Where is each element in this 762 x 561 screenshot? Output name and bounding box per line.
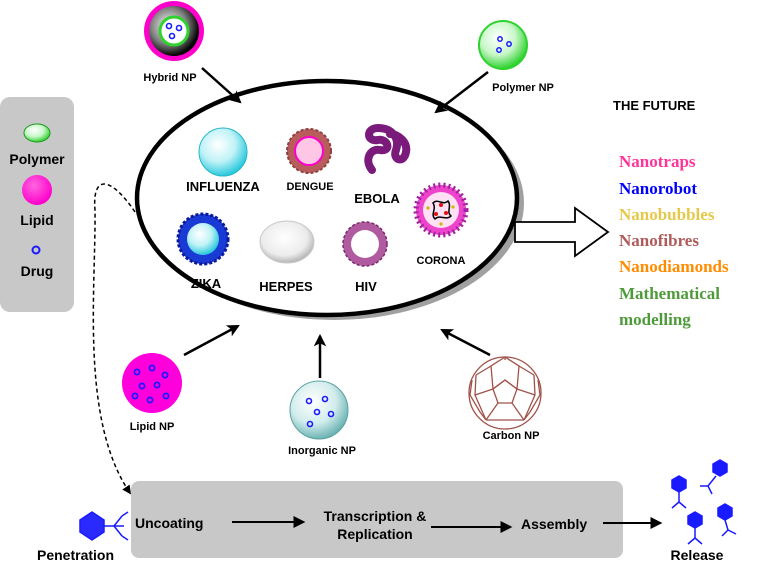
legend-drug-icon	[31, 245, 41, 255]
life-cycle-panel	[131, 481, 623, 558]
hybrid-np-particle	[144, 1, 204, 61]
lipid-np-label: Lipid NP	[129, 421, 175, 433]
legend-polymer-label: Polymer	[9, 151, 65, 167]
ebola-label: EBOLA	[354, 191, 400, 206]
arrow-hybrid	[201, 67, 242, 104]
polymer-np-label: Polymer NP	[492, 82, 554, 94]
release-label: Release	[670, 547, 724, 561]
future-item: Nanofibres	[619, 231, 699, 250]
future-item: Mathematical	[619, 284, 721, 303]
hiv-label: HIV	[355, 279, 377, 294]
hiv-particle	[342, 221, 388, 267]
penetration-label: Penetration	[37, 547, 115, 561]
zika-particle	[176, 212, 230, 266]
penetration-phage-icon	[79, 511, 129, 541]
uncoating-label: Uncoating	[135, 515, 204, 531]
future-arrow	[514, 206, 610, 258]
corona-particle	[413, 182, 469, 238]
carbon-np-particle	[468, 356, 542, 430]
polymer-np-particle	[478, 20, 528, 70]
herpes-label: HERPES	[259, 279, 313, 294]
future-item: Nanobubbles	[619, 205, 715, 224]
future-item: Nanodiamonds	[619, 257, 729, 276]
hybrid-np-label: Hybrid NP	[143, 72, 197, 84]
legend-lipid-icon	[22, 175, 52, 205]
future-item: Nanorobot	[619, 179, 698, 198]
future-item: modelling	[619, 310, 691, 329]
dengue-particle	[286, 128, 332, 174]
future-title: THE FUTURE	[613, 98, 696, 113]
arrow-lipid	[183, 324, 240, 357]
herpes-particle	[259, 220, 315, 264]
release-phage-icons	[671, 459, 737, 545]
zika-label: ZIKA	[190, 276, 222, 291]
ebola-particle	[364, 123, 411, 174]
transcription-label-line1: Transcription &	[323, 508, 427, 524]
influenza-label: INFLUENZA	[186, 179, 260, 194]
arrow-polymer	[434, 71, 489, 114]
dashed-pathway	[92, 183, 136, 495]
future-item: Nanotraps	[619, 152, 696, 171]
inorganic-np-label: Inorganic NP	[288, 445, 356, 457]
legend-lipid-label: Lipid	[20, 212, 54, 228]
legend-drug-label: Drug	[20, 263, 54, 279]
legend-polymer-icon	[23, 123, 51, 143]
influenza-particle	[198, 127, 248, 177]
transcription-label-line2: Replication	[337, 526, 413, 542]
corona-label: CORONA	[416, 255, 466, 267]
lipid-np-particle	[122, 353, 182, 413]
dengue-label: DENGUE	[286, 181, 334, 193]
carbon-np-label: Carbon NP	[482, 430, 540, 442]
inorganic-np-particle	[289, 380, 349, 440]
arrow-carbon	[440, 328, 491, 357]
assembly-label: Assembly	[521, 516, 588, 532]
